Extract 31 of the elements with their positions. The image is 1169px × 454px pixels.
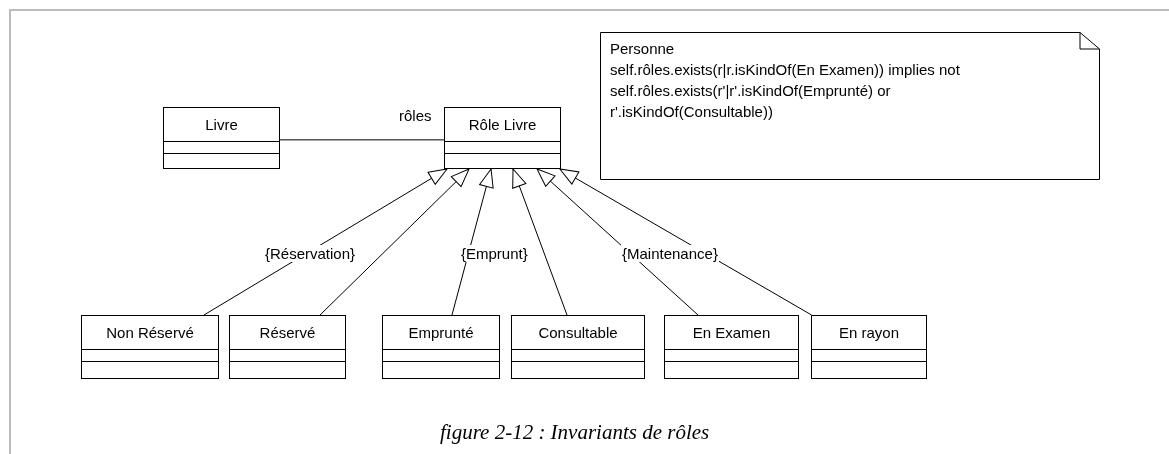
class-name: Non Réservé: [106, 324, 194, 341]
association-line: [279, 139, 445, 141]
class-box: [664, 315, 799, 379]
class-box: [811, 315, 927, 379]
class-box: [229, 315, 346, 379]
class-box: [382, 315, 500, 379]
class-name: En Examen: [692, 324, 771, 341]
figure-caption: figure 2-12 : Invariants de rôles: [440, 420, 710, 445]
generalization-arrow: [319, 168, 470, 316]
generalization-arrow: [536, 168, 699, 316]
class-box: [511, 315, 645, 379]
generalization-arrow: [512, 168, 568, 316]
note-title: Personne: [610, 39, 676, 59]
generalization-arrow: [451, 168, 494, 316]
class-box: [81, 315, 219, 379]
class-name: Emprunté: [408, 324, 474, 341]
class-name: En rayon: [838, 324, 899, 341]
generalization-arrow: [559, 168, 813, 316]
class-name: Consultable: [538, 324, 618, 341]
constraint-label: {Réservation}: [264, 245, 357, 262]
constraint-label: {Maintenance}: [621, 245, 719, 262]
constraint-text: self.rôles.exists(r|r.isKindOf(En Examen)) implies not self.rôles.exists(r'|r'.isKindOf(Emprunté) or r'.isKindOf(Consultable)): [610, 60, 961, 122]
class-name: Rôle Livre: [468, 116, 537, 133]
class-box: [163, 107, 280, 169]
constraint-label: {Emprunt}: [460, 245, 529, 262]
note-box: [600, 32, 1100, 180]
class-name: Réservé: [259, 324, 316, 341]
generalization-arrow: [203, 168, 448, 316]
edge-label: rôles: [398, 107, 433, 124]
class-box: [444, 107, 561, 169]
class-name: Livre: [205, 116, 238, 133]
